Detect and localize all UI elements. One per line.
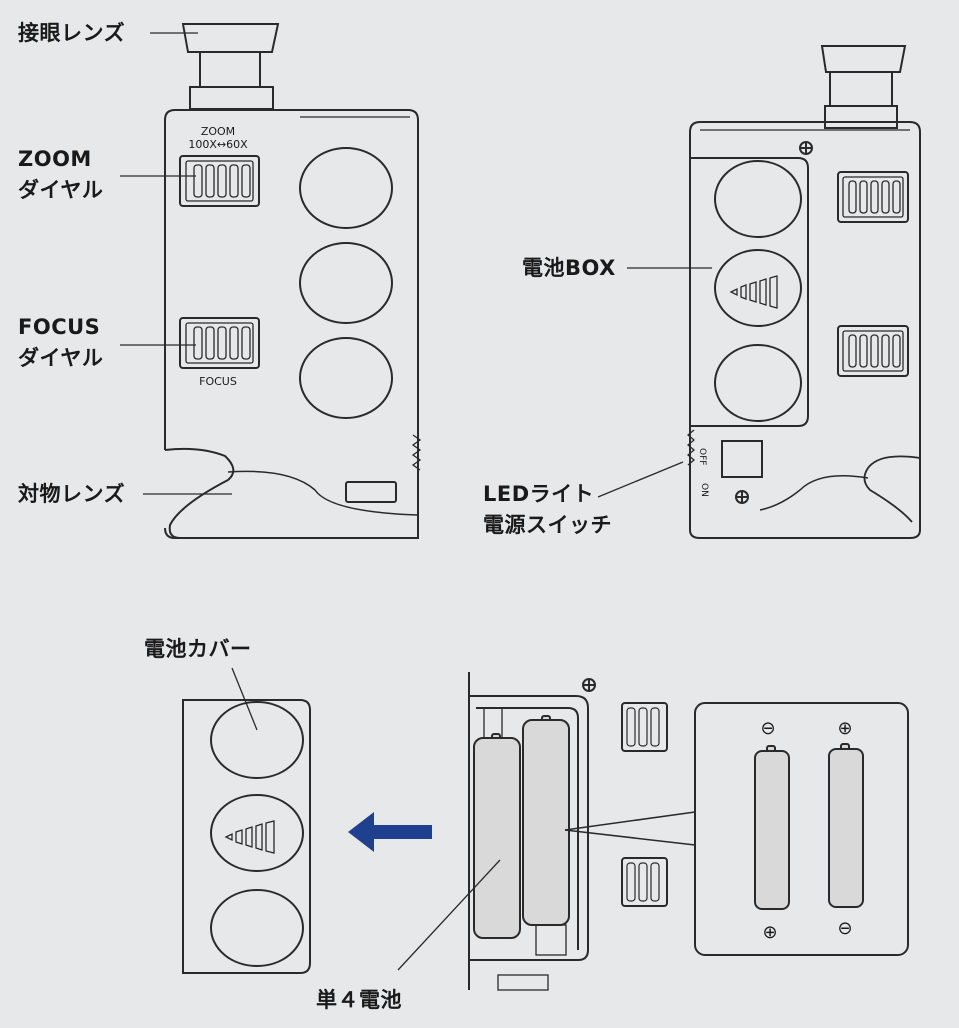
plus-top-mark: ⊕ [837,718,852,739]
battery-cover [182,699,311,974]
leader-lines [120,32,712,971]
device-marks: ZOOM 100X↔60X FOCUS OFF ON ⊖ ⊕ ⊕ ⊖ [188,125,852,943]
objective-lens [164,447,235,539]
aaa-battery-left [473,737,521,939]
back-eyepiece-base [824,105,898,129]
switch-off-mark: OFF [697,448,707,465]
label-zoom-dial-line1: ZOOM [18,147,92,171]
label-zoom-dial-line2: ダイヤル [18,178,104,202]
back-eyepiece-cap [820,45,907,73]
battery-cover-part [182,699,311,974]
label-eyepiece: 接眼レンズ [18,21,126,45]
eyepiece-tube [199,51,261,88]
led-window [345,481,397,503]
label-aaa-battery: 単４電池 [316,988,402,1012]
front-oval-2 [299,242,393,324]
back-eyepiece-tube [829,71,893,107]
label-led-switch-line1: LEDライト [483,482,595,506]
removal-arrow [348,812,432,852]
led-switch [721,440,763,478]
back-dial-1 [837,171,909,223]
back-body [689,121,921,539]
focus-dial [179,317,260,369]
front-view [164,23,422,539]
front-body [164,109,419,539]
eyepiece-cap [181,23,280,53]
zoom-range-mark: 100X↔60X [188,138,248,151]
focus-mark: FOCUS [199,375,237,388]
label-focus-dial-line1: FOCUS [18,315,101,339]
polarity-inset [564,702,909,956]
switch-on-mark: ON [699,483,709,497]
aaa-battery-right [522,719,570,926]
zoom-dial [179,155,260,207]
minus-bottom-mark: ⊖ [837,918,852,939]
inset-battery-left [754,750,790,910]
front-oval-3 [299,337,393,419]
plus-bottom-mark: ⊕ [762,922,777,943]
label-objective-lens: 対物レンズ [18,482,126,506]
label-battery-cover: 電池カバー [144,637,252,661]
eyepiece-base [189,86,274,110]
battery-box [690,157,809,427]
minus-top-mark: ⊖ [760,718,775,739]
aaa-batteries [473,715,570,939]
label-led-switch-line2: 電源スイッチ [483,513,612,537]
front-oval-1 [299,147,393,229]
back-view [686,45,921,539]
back-dial-2 [837,325,909,377]
label-focus-dial-line2: ダイヤル [18,346,104,370]
inset-battery-right [828,748,864,908]
zoom-title-mark: ZOOM [201,125,235,138]
label-battery-box: 電池BOX [522,256,616,280]
